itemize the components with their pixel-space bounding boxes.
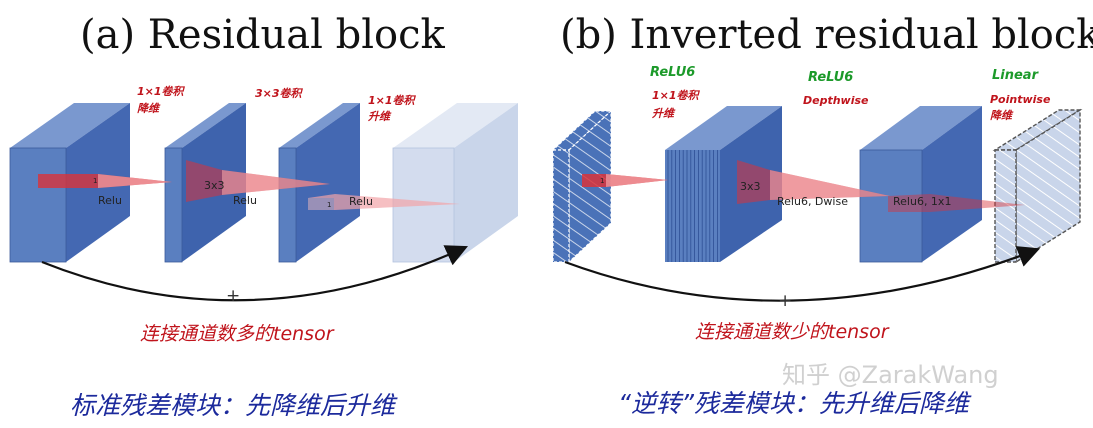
kernel-label-a1: 1	[93, 177, 97, 185]
relu-label-b-dwise: Relu6, Dwise	[777, 195, 848, 208]
note-b-relu6-1: ReLU6	[650, 65, 695, 80]
note-b-expand-dim: 升维	[651, 107, 676, 120]
note-a-1x1-conv: 1×1卷积	[137, 85, 186, 98]
caption-b-blue: “逆转”残差模块：先升维后降维	[618, 389, 972, 418]
note-b-relu6-2: ReLU6	[808, 70, 853, 85]
skip-connection-a	[41, 245, 469, 302]
panel-a-title: (a) Residual block	[80, 12, 445, 58]
kernel-label-a2: 3x3	[204, 179, 225, 192]
note-b-1x1-conv: 1×1卷积	[652, 89, 701, 102]
panel-b-title: (b) Inverted residual block	[560, 12, 1093, 58]
kernel-label-a3: 1	[327, 201, 331, 209]
caption-b-red: 连接通道数少的tensor	[695, 321, 890, 343]
skip-connection-b	[564, 246, 1041, 302]
kernel-label-b2: 3x3	[740, 180, 761, 193]
kernel-label-b1: 1	[600, 177, 604, 185]
block-b3	[859, 106, 982, 263]
watermark: 知乎 @ZarakWang	[782, 361, 999, 389]
projection-a	[38, 160, 460, 210]
caption-a-red: 连接通道数多的tensor	[140, 323, 335, 345]
plus-sign-a: +	[226, 286, 240, 306]
relu-label-a2: Relu	[233, 194, 257, 207]
caption-a-blue: 标准残差模块：先降维后升维	[70, 391, 398, 420]
block-b4	[992, 108, 1083, 264]
note-a-expand-dim: 升维	[367, 110, 392, 123]
relu-label-b-1x1: Relu6, 1x1	[893, 195, 951, 208]
note-b-reduce-dim: 降维	[990, 109, 1014, 122]
note-b-depthwise: Depthwise	[803, 94, 869, 107]
relu-label-a1: Relu	[98, 194, 122, 207]
note-a-reduce-dim: 降维	[137, 102, 161, 115]
plus-sign-b: +	[778, 291, 792, 311]
note-b-linear: Linear	[992, 68, 1040, 83]
projection-b	[582, 160, 1025, 212]
note-a-3x3-conv: 3×3卷积	[255, 87, 304, 100]
block-a3	[278, 103, 360, 263]
note-b-pointwise: Pointwise	[990, 93, 1051, 106]
note-a-1x1-conv-2: 1×1卷积	[368, 94, 417, 107]
block-b2	[665, 106, 782, 262]
block-a4	[392, 103, 518, 263]
relu-label-a3: Relu	[349, 195, 373, 208]
